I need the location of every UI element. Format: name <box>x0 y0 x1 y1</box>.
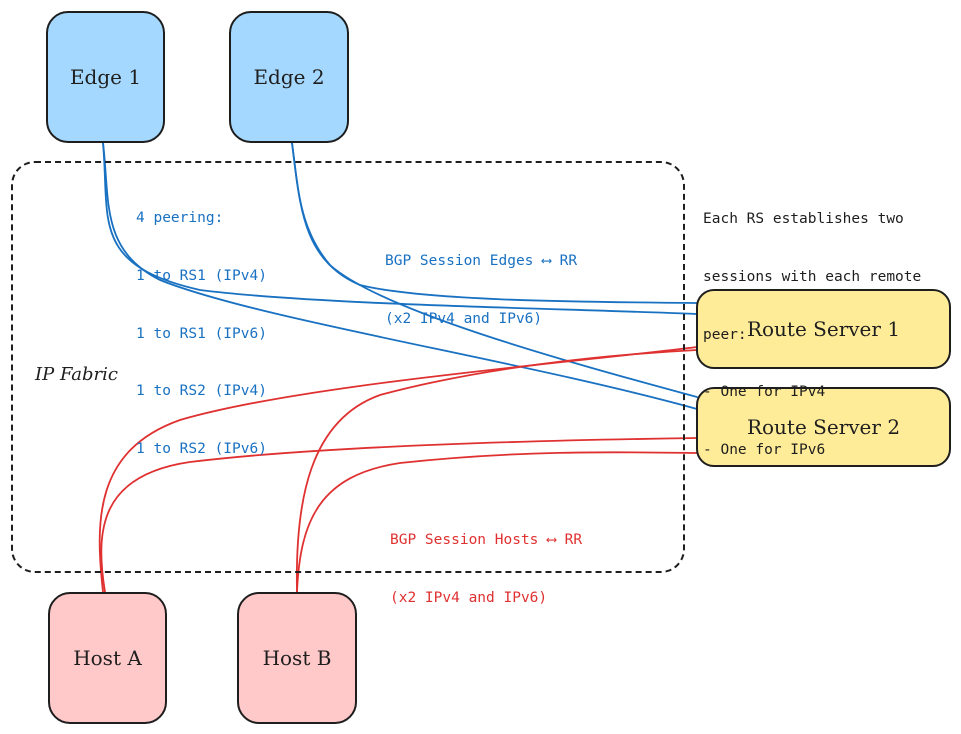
route-server-1-label: Route Server 1 <box>746 317 901 341</box>
edge-2-label: Edge 2 <box>253 65 325 89</box>
rs-explanation-line: - One for IPv6 <box>703 441 826 458</box>
peering-note-line: 1 to RS2 (IPv4) <box>136 383 267 400</box>
edge-2-node[interactable]: Edge 2 <box>229 11 349 143</box>
hosts-session-note: BGP Session Hosts ⟷ RR (x2 IPv4 and IPv6… <box>390 493 582 647</box>
rs-explanation-note: Each RS establishes two sessions with ea… <box>703 172 921 498</box>
route-server-2-label: Route Server 2 <box>746 415 901 439</box>
host-b-label: Host B <box>262 646 332 670</box>
ip-fabric-boundary <box>11 161 685 573</box>
rs-explanation-line: - One for IPv4 <box>703 384 826 401</box>
host-a-label: Host A <box>73 646 142 670</box>
hosts-session-line: BGP Session Hosts ⟷ RR <box>390 532 583 549</box>
peering-note-line: 1 to RS1 (IPv4) <box>136 268 267 285</box>
link-edge1-rs2 <box>102 142 698 410</box>
hosts-session-line: (x2 IPv4 and IPv6) <box>390 590 548 607</box>
link-edge2-rs2 <box>291 142 698 398</box>
rs-explanation-line: peer: <box>703 326 747 343</box>
route-server-2-node[interactable]: Route Server 2 <box>696 387 951 467</box>
link-hostb-rs2 <box>296 451 698 593</box>
edges-session-line: (x2 IPv4 and IPv6) <box>385 311 543 328</box>
edge-1-label: Edge 1 <box>69 65 142 89</box>
peering-note-line: 1 to RS2 (IPv6) <box>136 440 267 457</box>
edges-session-note: BGP Session Edges ⟷ RR (x2 IPv4 and IPv6… <box>385 214 577 368</box>
peering-note-line: 4 peering: <box>136 210 224 227</box>
peering-note: 4 peering: 1 to RS1 (IPv4) 1 to RS1 (IPv… <box>136 171 267 497</box>
peering-note-line: 1 to RS1 (IPv6) <box>136 325 267 342</box>
link-hostb-rs1 <box>295 349 698 593</box>
rs-explanation-line: sessions with each remote <box>703 269 922 286</box>
host-b-node[interactable]: Host B <box>237 592 357 724</box>
link-hosta-rs2 <box>100 437 698 593</box>
route-server-1-node[interactable]: Route Server 1 <box>696 289 951 369</box>
edge-1-node[interactable]: Edge 1 <box>46 11 165 143</box>
link-edge1-rs1 <box>102 142 698 315</box>
rs-explanation-line: Each RS establishes two <box>703 211 904 228</box>
ip-fabric-label: IP Fabric <box>35 364 118 385</box>
host-a-node[interactable]: Host A <box>48 592 167 724</box>
edges-session-line: BGP Session Edges ⟷ RR <box>385 253 578 270</box>
